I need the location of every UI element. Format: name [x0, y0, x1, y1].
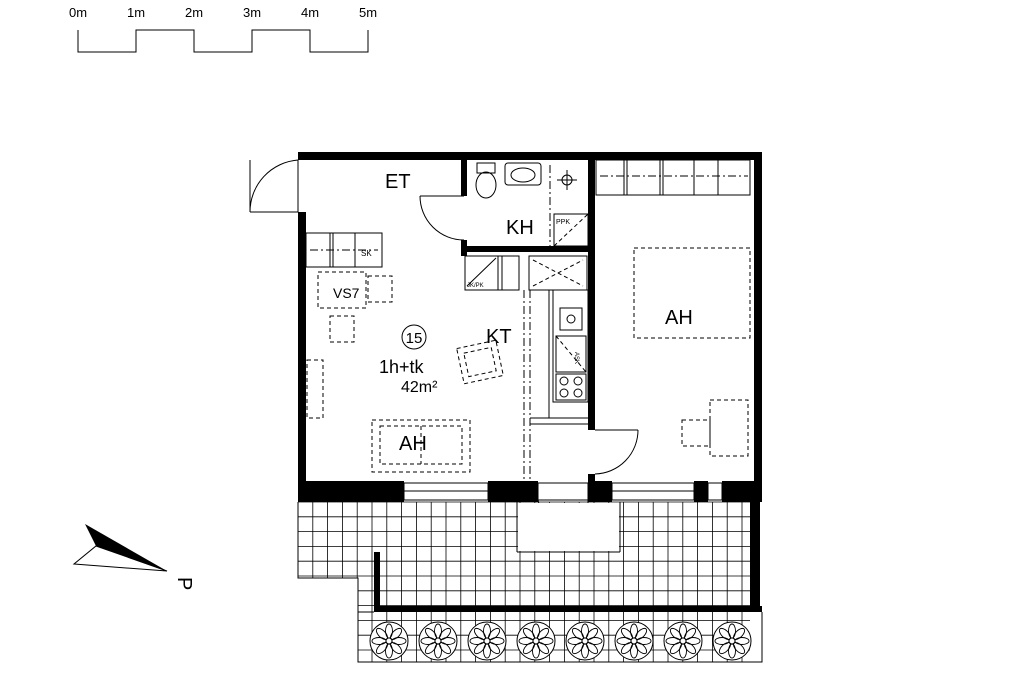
wardrobes: SK JK/PK	[305, 232, 499, 291]
sink-icon	[504, 162, 542, 186]
room-label-living: AH	[399, 433, 427, 455]
washer-dryer-label: PPK	[556, 219, 570, 226]
room-label-bedroom: AH	[665, 307, 693, 329]
windows	[403, 482, 723, 501]
scale-tick-2: 2m	[185, 5, 203, 20]
shrub-icon	[614, 621, 654, 661]
apartment-area: 42m²	[401, 379, 438, 396]
room-label-entry: ET	[385, 171, 411, 193]
room-label-bathroom: KH	[506, 217, 534, 239]
scale-tick-4: 4m	[301, 5, 319, 20]
sofa	[371, 419, 471, 473]
room-labels: ET KH KT AH AH VS7	[333, 171, 693, 455]
stove-icon	[555, 373, 587, 401]
shrub-row	[369, 621, 752, 661]
scale-tick-3: 3m	[243, 5, 261, 20]
bedroom-door[interactable]	[594, 429, 639, 475]
scale-tick-0: 0m	[69, 5, 87, 20]
wardrobe-label: VS7	[333, 285, 360, 301]
room-label-kitchen: KT	[486, 326, 512, 348]
shrub-icon	[516, 621, 556, 661]
kitchen-counter: ASK	[523, 289, 589, 481]
north-label: P	[173, 577, 195, 590]
closet-label: SK	[361, 249, 372, 258]
scale-tick-5: 5m	[359, 5, 377, 20]
apartment-info: 15 1h+tk 42m²	[379, 324, 438, 396]
toilet-icon	[475, 162, 497, 199]
furniture-living	[306, 271, 504, 473]
dryer-cabinet-label: JK/PK	[467, 283, 484, 289]
shrub-icon	[418, 621, 458, 661]
shrub-icon	[467, 621, 507, 661]
scale-bar: 0m 1m 2m 3m 4m 5m	[69, 5, 377, 53]
exterior-walls	[298, 152, 762, 502]
kitchen-chair	[456, 339, 504, 385]
bathroom-fixtures: PPK	[475, 162, 589, 247]
shower-icon	[557, 170, 577, 190]
apartment-type: 1h+tk	[379, 357, 425, 377]
furniture-bedroom	[595, 159, 751, 457]
entrance-door[interactable]	[249, 159, 299, 213]
shrub-icon	[663, 621, 703, 661]
north-arrow-icon: P	[72, 524, 195, 590]
dishwasher-label: ASK	[573, 352, 579, 364]
shrub-icon	[369, 621, 409, 661]
bathroom-door[interactable]	[419, 195, 465, 241]
apartment-number: 15	[406, 330, 423, 347]
scale-tick-1: 1m	[127, 5, 145, 20]
shrub-icon	[565, 621, 605, 661]
shrub-icon	[712, 621, 752, 661]
